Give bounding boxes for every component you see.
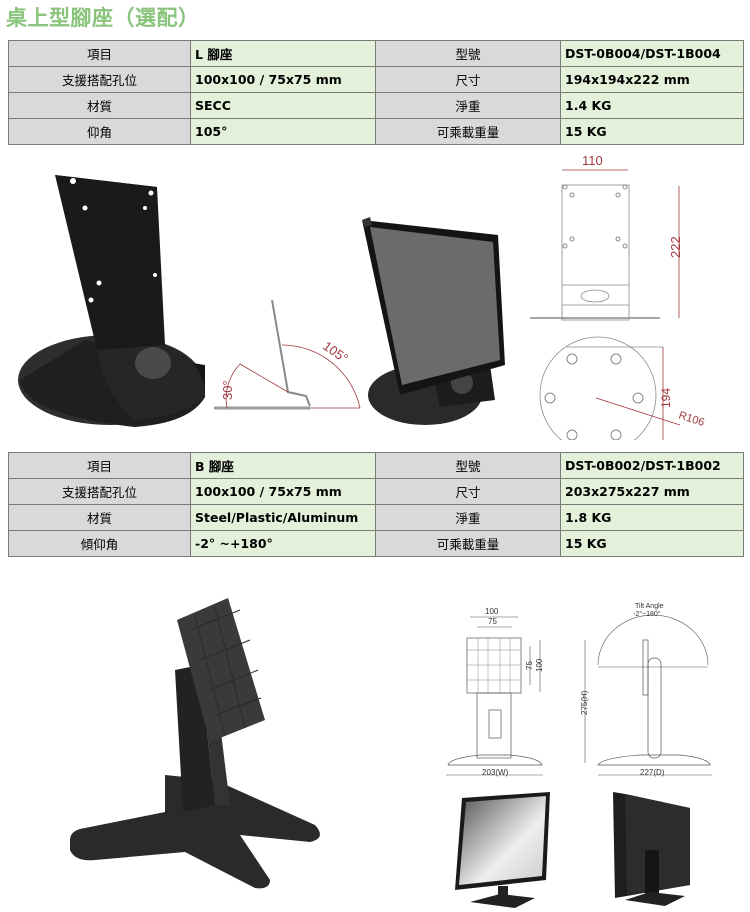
spec-value: 100x100 / 75x75 mm [190,478,376,505]
spec-value: 194x194x222 mm [560,66,744,93]
spec-label: 材質 [8,504,191,531]
spec-value: 203x275x227 mm [560,478,744,505]
radius-label: R106 [677,409,706,429]
depth-194-label: 194 [659,388,673,408]
spec-value: DST-0B004/DST-1B004 [560,40,744,67]
width-110-label: 110 [582,153,603,168]
tilt-title: Tilt Angle [635,603,664,610]
vesa-100-label: 100 [485,607,499,616]
tilt-range: -2°~180° [633,610,661,618]
b-stand-photo [70,598,320,889]
vesa-75-label: 75 [488,617,497,626]
table-row: 項目 B 腳座 型號 DST-0B002/DST-1B002 [8,452,744,479]
table-row: 材質 Steel/Plastic/Aluminum 淨重 1.8 KG [8,504,744,531]
b-stand-monitor-back-photo [613,792,690,906]
table-row: 項目 L 腳座 型號 DST-0B004/DST-1B004 [8,40,744,67]
height-222-label: 222 [668,236,683,258]
depth-label: 227(D) [640,768,665,777]
spec-label: 傾仰角 [8,530,191,557]
l-stand-dimension-drawing: 110 222 194 R106 [530,153,706,440]
spec-label: 淨重 [375,92,561,119]
b-stand-monitor-front-photo [455,792,550,908]
spec-value: DST-0B002/DST-1B002 [560,452,744,479]
angle-30-label: 30° [220,380,235,400]
spec-value: SECC [190,92,376,119]
b-stand-dimension-drawing: 100 75 75 100 203(W) Tilt Angle -2°~180°… [446,603,712,777]
table-row: 材質 SECC 淨重 1.4 KG [8,92,744,119]
spec-label: 仰角 [8,118,191,145]
spec-label: 型號 [375,452,561,479]
spec-value: 1.8 KG [560,504,744,531]
spec-value: 100x100 / 75x75 mm [190,66,376,93]
table-row: 仰角 105° 可乘載重量 15 KG [8,118,744,145]
spec-value: L 腳座 [190,40,376,67]
spec-value: 15 KG [560,118,744,145]
vesa-75v-label: 75 [525,661,534,670]
spec-value: -2° ~+180° [190,530,376,557]
spec-label: 尺寸 [375,66,561,93]
angle-105-label: 105° [320,338,351,366]
spec-table-b-stand: 項目 B 腳座 型號 DST-0B002/DST-1B002 支援搭配孔位 10… [8,452,744,557]
spec-value: B 腳座 [190,452,376,479]
l-stand-angle-diagram: 105° 30° [214,299,361,410]
height-label: 275(H) [580,690,589,715]
table-row: 支援搭配孔位 100x100 / 75x75 mm 尺寸 203x275x227… [8,478,744,505]
spec-value: 105° [190,118,376,145]
spec-label: 支援搭配孔位 [8,478,191,505]
spec-label: 淨重 [375,504,561,531]
l-stand-monitor-photo [362,217,505,425]
vesa-100v-label: 100 [535,658,544,672]
width-label: 203(W) [482,768,509,777]
spec-value: 1.4 KG [560,92,744,119]
table-row: 支援搭配孔位 100x100 / 75x75 mm 尺寸 194x194x222… [8,66,744,93]
table-row: 傾仰角 -2° ~+180° 可乘載重量 15 KG [8,530,744,557]
page-title: 桌上型腳座（選配） [6,6,200,30]
spec-value: Steel/Plastic/Aluminum [190,504,376,531]
spec-table-l-stand: 項目 L 腳座 型號 DST-0B004/DST-1B004 支援搭配孔位 10… [8,40,744,145]
spec-label: 項目 [8,40,191,67]
spec-value: 15 KG [560,530,744,557]
spec-label: 可乘載重量 [375,530,561,557]
spec-label: 支援搭配孔位 [8,66,191,93]
spec-label: 項目 [8,452,191,479]
spec-label: 材質 [8,92,191,119]
spec-label: 可乘載重量 [375,118,561,145]
l-stand-photo [18,175,205,427]
spec-label: 尺寸 [375,478,561,505]
spec-label: 型號 [375,40,561,67]
